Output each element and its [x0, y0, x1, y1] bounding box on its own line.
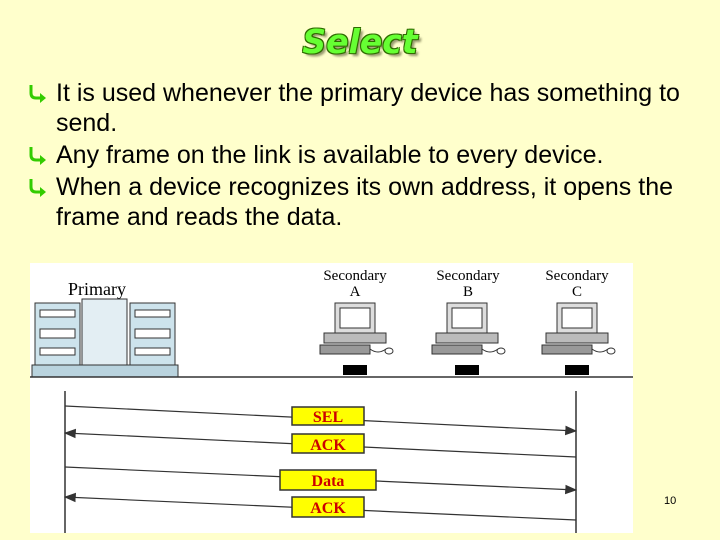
bullet-text: When a device recognizes its own address…: [56, 173, 674, 231]
frame-box: SEL: [291, 406, 365, 426]
frame-box: ACK: [291, 496, 365, 518]
computer-icon: [541, 302, 616, 375]
primary-label: Primary: [68, 279, 126, 299]
bullet-text: Any frame on the link is available to ev…: [56, 141, 604, 169]
frame-box: Data: [279, 469, 377, 491]
frame-box: ACK: [291, 433, 365, 454]
curved-arrow-bullet-icon: [29, 179, 46, 197]
computer-icon: [319, 302, 394, 375]
bullet-item: When a device recognizes its own address…: [26, 172, 706, 232]
secondary-a-letter: A: [350, 284, 361, 300]
curved-arrow-bullet-icon: [29, 85, 46, 103]
secondary-c-letter: C: [572, 284, 582, 300]
primary-mainframe-icon: [31, 298, 179, 378]
secondary-c-label: Secondary: [545, 268, 609, 284]
diagram-canvas: Primary Secondary A: [30, 268, 633, 533]
secondary-b-label: Secondary: [436, 268, 500, 284]
computer-icon: [431, 302, 506, 375]
bullet-text: It is used whenever the primary device h…: [56, 79, 680, 137]
bullet-item: Any frame on the link is available to ev…: [26, 140, 706, 170]
frame-label: Data: [312, 473, 345, 490]
curved-arrow-bullet-icon: [29, 147, 46, 165]
secondary-b-letter: B: [463, 284, 473, 300]
page-number: 10: [664, 495, 677, 507]
frame-label: ACK: [310, 500, 346, 517]
bullet-item: It is used whenever the primary device h…: [26, 78, 706, 138]
frame-label: SEL: [313, 409, 343, 426]
select-diagram: Primary Secondary A: [30, 263, 633, 533]
bullet-list: It is used whenever the primary device h…: [26, 78, 706, 234]
frame-label: ACK: [310, 437, 346, 454]
slide-title: Select: [302, 22, 418, 61]
secondary-a-label: Secondary: [323, 268, 387, 284]
